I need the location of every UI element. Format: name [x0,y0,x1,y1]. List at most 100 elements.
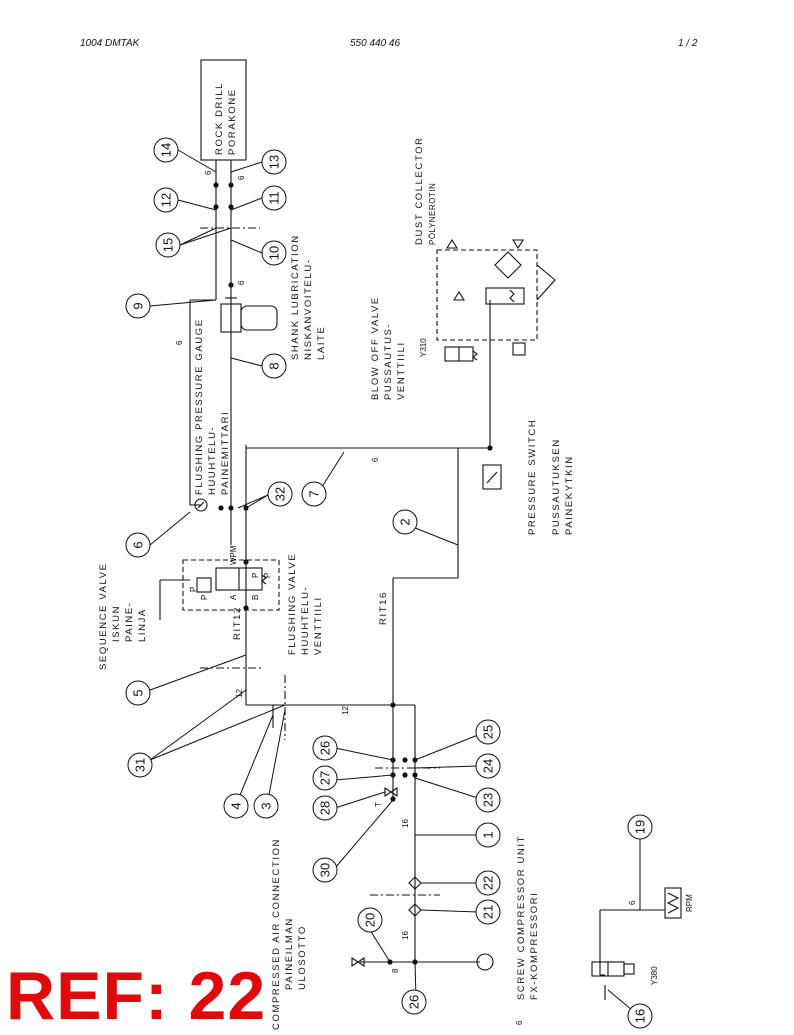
line-size: 6 [204,170,213,175]
callout-11: 11 [261,185,287,211]
rpm-sensor [664,887,682,919]
callout-label: 27 [318,771,333,785]
label-line: SEQUENCE VALVE [98,562,109,670]
sequence-valve-label: SEQUENCE VALVE ISKUN PAINE- LINJA [98,562,148,670]
label-line: HUUHTELU- [300,586,311,655]
callout-16: 16 [627,1003,653,1029]
callout-label: 5 [131,689,146,696]
callout-label: 2 [398,518,413,525]
flushing-valve-label: FLUSHING VALVE HUUHTELU- VENTTIILI [287,553,324,655]
dust-collector-filter [494,251,522,279]
callout-label: 14 [159,143,174,157]
port-label: P [189,587,198,592]
line-size: 6 [237,280,246,285]
callout-15: 15 [155,232,181,258]
callout-label: 25 [481,725,496,739]
callout-21: 21 [475,899,501,925]
label-line: PAINEILMAN [284,917,295,990]
callout-label: 21 [481,905,496,919]
component-labels: ROCK DRILL PORAKONE SHANK LUBRICATION NI… [98,82,694,1030]
label-line: VENTTIILI [396,341,407,400]
pressure-switch-symbol [482,464,502,490]
callout-10: 10 [261,240,287,266]
callout-label: 32 [273,487,288,501]
callout-label: 13 [267,155,282,169]
callout-label: 8 [267,362,282,369]
rit12-label: RIT12 [232,606,243,640]
callout-32: 32 [267,481,293,507]
callout-label: 1 [481,831,496,838]
port-label: P [251,573,260,578]
callout-22: 22 [475,870,501,896]
flushing-valve-box [182,559,280,611]
ref-stamp: REF: 22 [6,958,267,1034]
rpm-label: RPM [685,894,694,912]
label-line: LINJA [137,608,148,642]
callout-26: 26 [312,735,338,761]
valve-port-labels: P P A B P P T [189,573,383,807]
label-line: ULOSOTTO [297,925,308,990]
y380-label: Y380 [650,966,659,985]
shank-lubrication-label: SHANK LUBRICATION NISKANVOITELU- LAITE [290,234,327,360]
callout-3: 3 [253,793,279,819]
label-line: DUST COLLECTOR [414,136,425,245]
callout-12: 12 [153,187,179,213]
label-line: SHANK LUBRICATION [290,234,301,360]
callout-20: 20 [357,907,383,933]
callout-label: 9 [131,302,146,309]
label-line: PUSSAUTUKSEN [551,438,562,535]
pipe-lines [159,59,665,1000]
callout-label: 15 [161,238,176,252]
callout-label: 19 [633,820,648,834]
header-left: 1004 DMTAK [80,38,140,49]
dust-collector-box [436,249,538,341]
line-size: 6 [515,1020,524,1025]
line-size-labels: 6 6 6 6 6 12 12 16 16 8 6 6 [175,170,637,1025]
lubricator-reservoir [240,305,278,331]
line-size: 16 [401,931,410,940]
label-line: LAITE [316,326,327,360]
callout-label: 26 [318,741,333,755]
callout-label: 24 [481,759,496,773]
callout-4: 4 [223,793,249,819]
callout-label: 3 [259,802,274,809]
port-label: A [229,594,238,600]
wpm-label: WPM [229,545,238,565]
callout-label: 30 [318,863,333,877]
label-line: NISKANVOITELU- [303,258,314,360]
callout-6: 6 [125,532,151,558]
callout-label: 26 [407,995,422,1009]
screw-compressor-label: SCREW COMPRESSOR UNIT FX-KOMPRESSORI [516,835,540,1000]
y310-label: Y310 [419,338,428,357]
label-line: FX-KOMPRESSORI [529,892,540,1000]
callout-9: 9 [125,293,151,319]
callout-28: 28 [312,795,338,821]
label-line: BLOW OFF VALVE [370,296,381,400]
label-line: VENTTIILI [313,596,324,655]
rock-drill-box [200,59,247,161]
flushing-pressure-gauge [194,498,208,512]
callout-14: 14 [153,137,179,163]
line-size: 6 [628,900,637,905]
callout-1: 1 [475,822,501,848]
callout-19: 19 [627,814,653,840]
line-size: 6 [237,175,246,180]
label-line: SCREW COMPRESSOR UNIT [516,835,527,1000]
label-line: PAINEKYTKIN [564,455,575,535]
dust-collector-cylinder [485,287,525,305]
callout-label: 4 [229,802,244,809]
label-line: ISKUN [111,605,122,642]
components [194,238,682,977]
line-size: 6 [371,457,380,462]
callout-circles: 14 13 12 11 15 10 9 8 6 32 7 2 5 31 4 3 … [125,137,653,1029]
callout-label: 31 [133,758,148,772]
blow-off-valve-label: BLOW OFF VALVE PUSSAUTUS- VENTTIILI [370,296,407,400]
line-size: 6 [175,340,184,345]
sequence-valve-symbol [196,577,212,593]
callout-label: 20 [363,913,378,927]
callout-2: 2 [392,509,418,535]
callout-26b: 26 [401,989,427,1015]
callout-label: 22 [481,876,496,890]
line-size: 16 [401,819,410,828]
